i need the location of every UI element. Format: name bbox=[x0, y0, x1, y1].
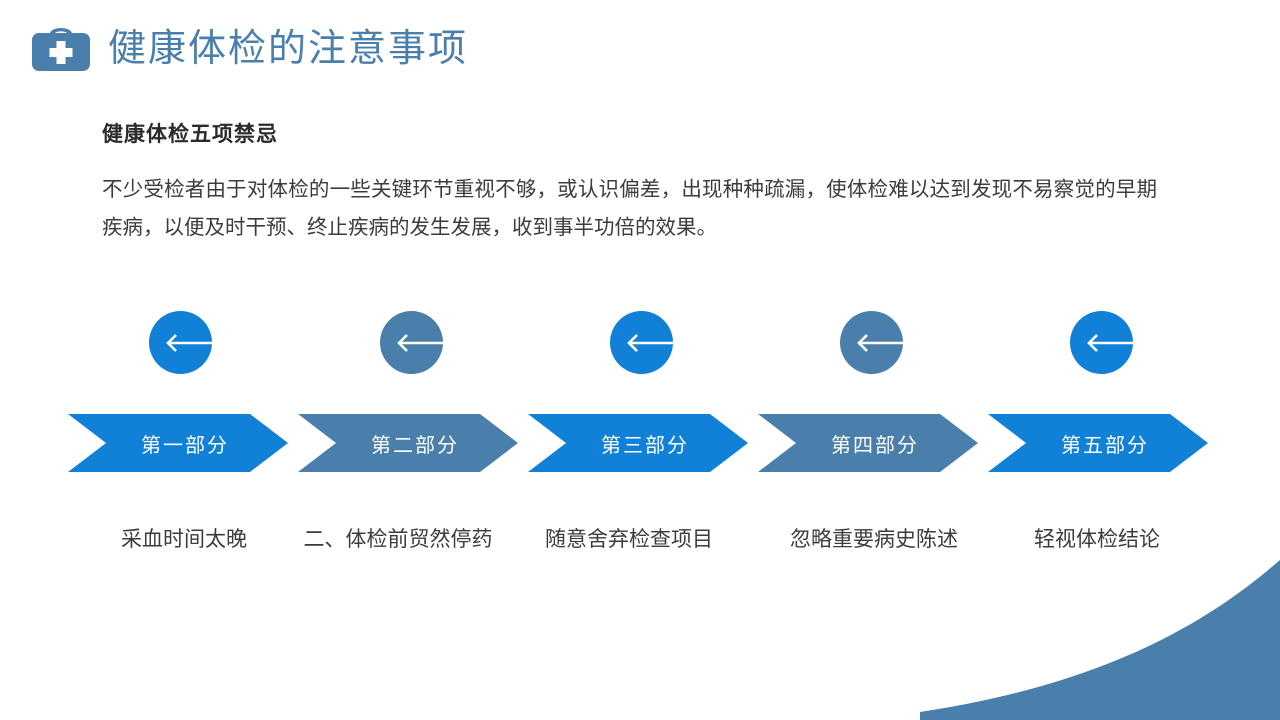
step-banner-3[interactable]: 第三部分 bbox=[528, 414, 748, 472]
step-caption-2: 二、体检前贸然停药 bbox=[303, 527, 493, 551]
step-banner-5[interactable]: 第五部分 bbox=[988, 414, 1208, 472]
page-title: 健康体检的注意事项 bbox=[108, 26, 469, 70]
step-circle-1[interactable] bbox=[148, 311, 212, 374]
step-banner-4[interactable]: 第四部分 bbox=[758, 414, 978, 472]
step-caption-3: 随意舍弃检查项目 bbox=[545, 527, 713, 551]
arrow-left-icon bbox=[396, 334, 443, 352]
arrow-left-icon bbox=[1086, 334, 1133, 352]
caption-row: 采血时间太晚 二、体检前贸然停药 随意舍弃检查项目 忽略重要病史陈述 轻视体检结… bbox=[0, 523, 1280, 563]
step-banner-label: 第五部分 bbox=[1061, 432, 1149, 457]
section-paragraph: 不少受检者由于对体检的一些关键环节重视不够，或认识偏差，出现种种疏漏，使体检难以… bbox=[102, 177, 1157, 239]
corner-wave-decoration bbox=[920, 560, 1280, 720]
slide-header: 健康体检的注意事项 bbox=[30, 16, 468, 80]
step-circle-3[interactable] bbox=[609, 311, 673, 374]
step-circle-4[interactable] bbox=[839, 311, 903, 374]
step-banner-1[interactable]: 第一部分 bbox=[68, 414, 288, 472]
step-circle-2[interactable] bbox=[379, 311, 443, 374]
arrow-left-icon bbox=[165, 334, 212, 352]
section-heading: 健康体检五项禁忌 bbox=[102, 122, 278, 146]
step-banner-label: 第三部分 bbox=[601, 432, 689, 457]
arrow-circle-row bbox=[0, 311, 1280, 375]
arrow-left-icon bbox=[856, 334, 903, 352]
step-banner-label: 第四部分 bbox=[831, 432, 919, 457]
arrow-left-icon bbox=[626, 334, 673, 352]
step-banner-label: 第二部分 bbox=[371, 432, 459, 457]
step-banner-label: 第一部分 bbox=[141, 432, 229, 457]
step-caption-5: 轻视体检结论 bbox=[1034, 527, 1160, 551]
step-caption-1: 采血时间太晚 bbox=[121, 527, 247, 551]
medical-kit-icon bbox=[30, 22, 92, 74]
step-banner-2[interactable]: 第二部分 bbox=[298, 414, 518, 472]
chevron-banner-row: 第一部分 第二部分 第三部分 第四部分 第五部分 bbox=[0, 414, 1280, 472]
step-caption-4: 忽略重要病史陈述 bbox=[790, 527, 958, 551]
step-circle-5[interactable] bbox=[1069, 311, 1133, 374]
